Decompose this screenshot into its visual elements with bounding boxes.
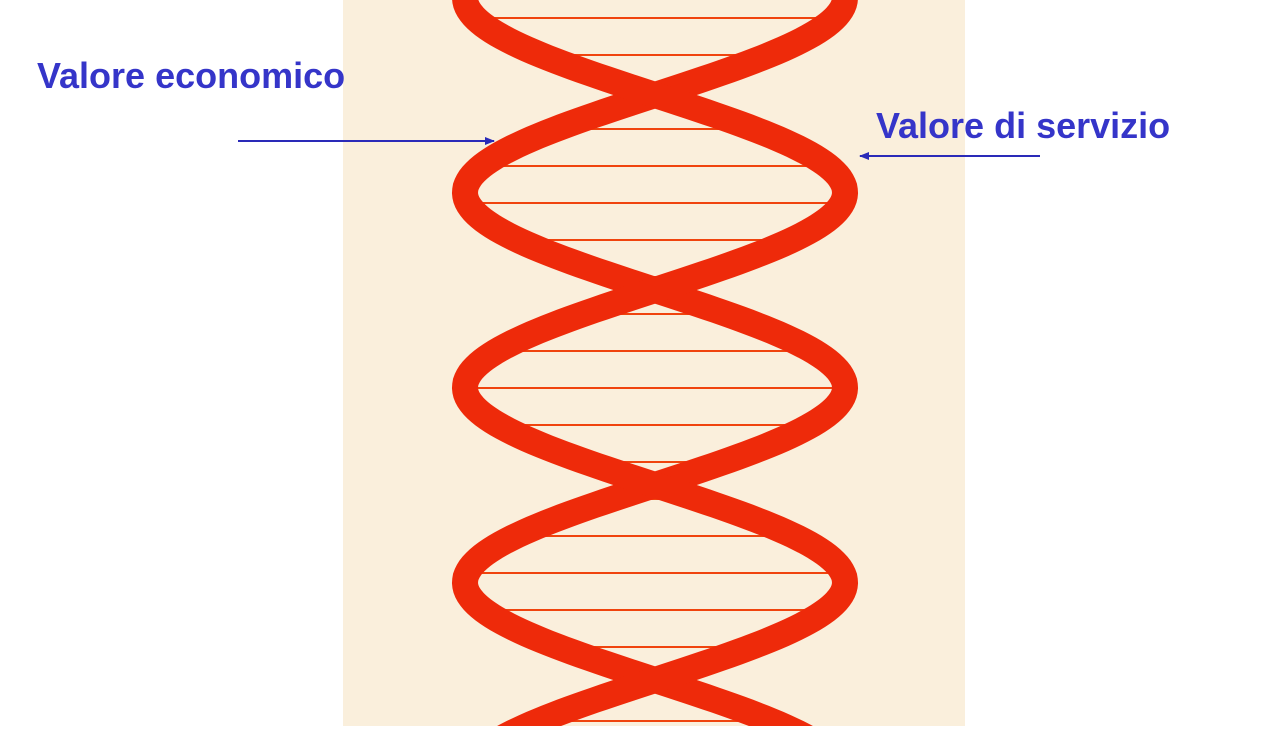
label-valore-economico: Valore economico [37, 56, 345, 96]
label-valore-di-servizio: Valore di servizio [876, 106, 1170, 146]
